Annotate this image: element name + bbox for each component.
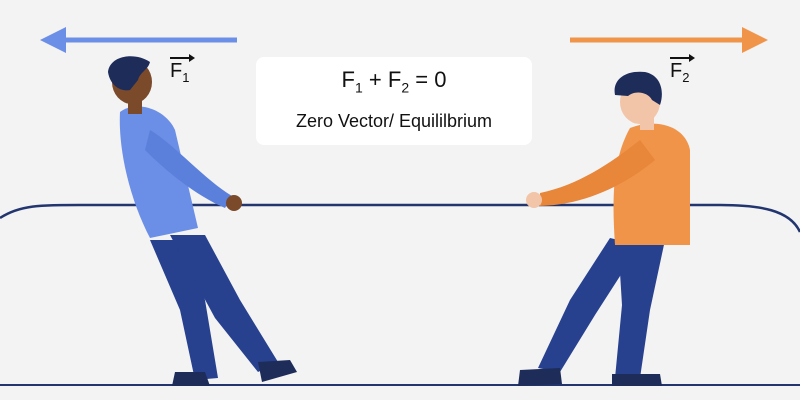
right-person — [518, 71, 690, 386]
equation-box: F1 + F2 = 0 Zero Vector/ Equililbrium — [256, 57, 532, 145]
left-force-arrow — [40, 27, 237, 53]
caption: Zero Vector/ Equililbrium — [295, 111, 493, 131]
force-label-f2: F2 — [670, 54, 696, 85]
force-subscript: 2 — [682, 70, 690, 85]
equation: F1 + F2 = 0 — [341, 67, 447, 96]
left-person — [108, 56, 297, 386]
force-symbol: F — [670, 60, 683, 82]
force-label-f1: F1 — [170, 54, 196, 85]
rope — [0, 203, 800, 233]
force-symbol: F — [170, 60, 183, 82]
right-force-arrow — [570, 27, 768, 53]
force-subscript: 1 — [182, 70, 190, 85]
vector-arrow-icon — [170, 54, 196, 62]
vector-arrow-icon — [670, 54, 696, 62]
